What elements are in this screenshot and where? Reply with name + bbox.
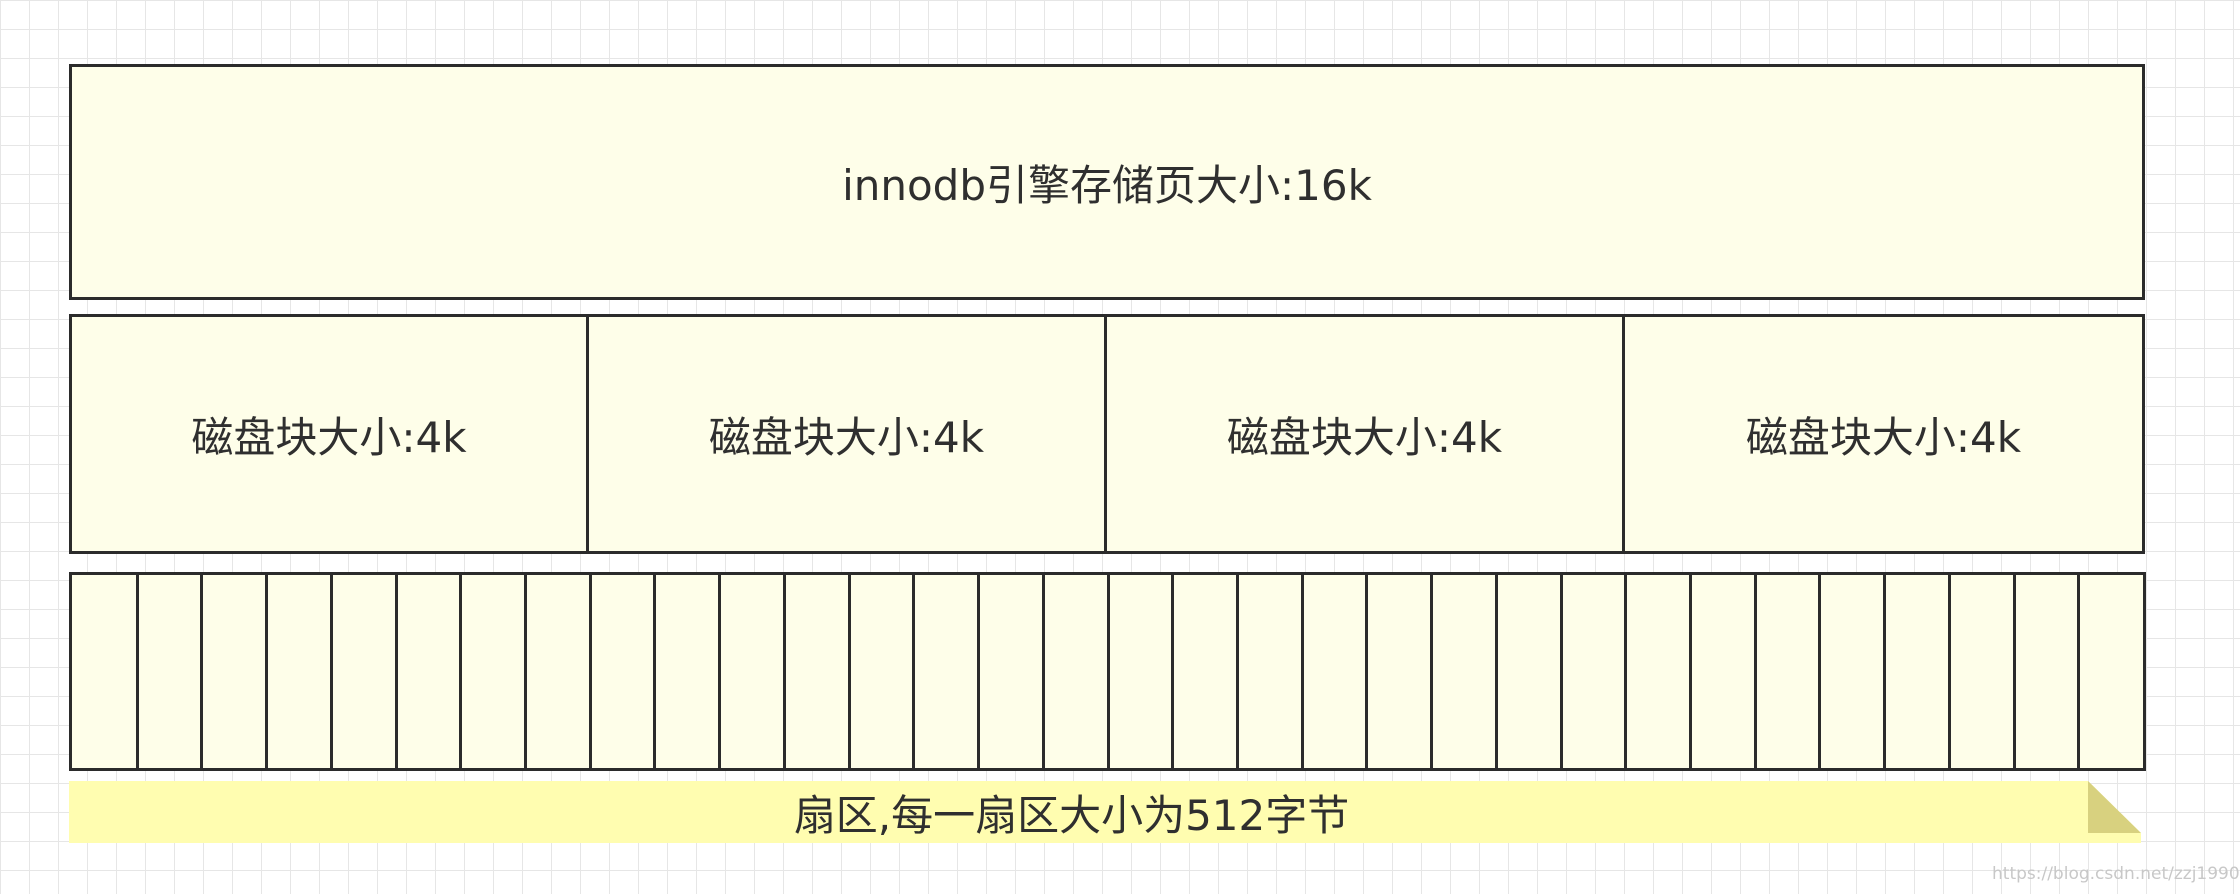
note-shape [69, 781, 2141, 843]
sector-divider [524, 575, 527, 768]
watermark: https://blog.csdn.net/zzj1990 [1992, 864, 2240, 884]
note-fold [2088, 781, 2141, 833]
sector-note: 扇区,每一扇区大小为512字节 [69, 781, 2141, 843]
sector-divider [2013, 575, 2016, 768]
sector-divider [1624, 575, 1627, 768]
sector-divider [1495, 575, 1498, 768]
sector-divider [265, 575, 268, 768]
sector-divider [1883, 575, 1886, 768]
sector-divider [1948, 575, 1951, 768]
disk-block-label: 磁盘块大小:4k [1226, 412, 1503, 462]
sector-divider [912, 575, 915, 768]
disk-block: 磁盘块大小:4k [69, 314, 589, 554]
sector-divider [589, 575, 592, 768]
innodb-page-box: innodb引擎存储页大小:16k [69, 64, 2145, 300]
disk-block-row: 磁盘块大小:4k 磁盘块大小:4k 磁盘块大小:4k 磁盘块大小:4k [69, 314, 2145, 554]
sector-note-label: 扇区,每一扇区大小为512字节 [793, 790, 1350, 840]
sector-divider [1171, 575, 1174, 768]
sector-divider [330, 575, 333, 768]
sector-divider [1689, 575, 1692, 768]
sector-divider [653, 575, 656, 768]
sector-divider [1365, 575, 1368, 768]
sector-divider [395, 575, 398, 768]
innodb-page-label: innodb引擎存储页大小:16k [842, 160, 1372, 210]
sector-divider [136, 575, 139, 768]
sector-divider [200, 575, 203, 768]
disk-block-label: 磁盘块大小:4k [1745, 412, 2022, 462]
sector-divider [1107, 575, 1110, 768]
disk-block: 磁盘块大小:4k [586, 314, 1107, 554]
note-background [69, 781, 2141, 843]
sector-divider [1301, 575, 1304, 768]
sector-divider [1042, 575, 1045, 768]
sector-row [69, 572, 2146, 771]
sector-divider [718, 575, 721, 768]
sector-divider [783, 575, 786, 768]
disk-block: 磁盘块大小:4k [1104, 314, 1625, 554]
sector-divider [977, 575, 980, 768]
sector-divider [459, 575, 462, 768]
sector-divider [1818, 575, 1821, 768]
sector-divider [1236, 575, 1239, 768]
disk-block-label: 磁盘块大小:4k [708, 412, 985, 462]
sector-divider [1560, 575, 1563, 768]
disk-block-label: 磁盘块大小:4k [191, 412, 467, 462]
sector-divider [848, 575, 851, 768]
disk-block: 磁盘块大小:4k [1622, 314, 2145, 554]
sector-divider [1754, 575, 1757, 768]
sector-divider [1430, 575, 1433, 768]
sector-divider [2077, 575, 2080, 768]
